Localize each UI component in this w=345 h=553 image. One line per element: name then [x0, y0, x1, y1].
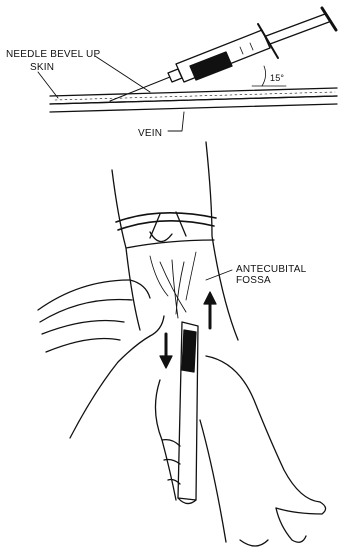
left-hand [38, 280, 164, 438]
antecubital-fossa [160, 260, 186, 318]
skin-layer [50, 88, 337, 104]
angle-label: 15° [270, 73, 284, 84]
tourniquet [116, 212, 216, 242]
skin-label: SKIN [30, 62, 54, 73]
needle-bevel-up-label: NEEDLE BEVEL UP [6, 49, 100, 60]
vein-vessel [50, 96, 337, 112]
antecubital-fossa-label: ANTECUBITAL FOSSA [236, 264, 306, 286]
antecubital-fossa-label-line2: FOSSA [236, 275, 306, 286]
vein-label: VEIN [138, 128, 162, 139]
syringe [110, 8, 336, 101]
antecubital-fossa-label-line1: ANTECUBITAL [236, 264, 306, 275]
vacuum-tube [178, 322, 198, 504]
forearm [112, 142, 238, 340]
